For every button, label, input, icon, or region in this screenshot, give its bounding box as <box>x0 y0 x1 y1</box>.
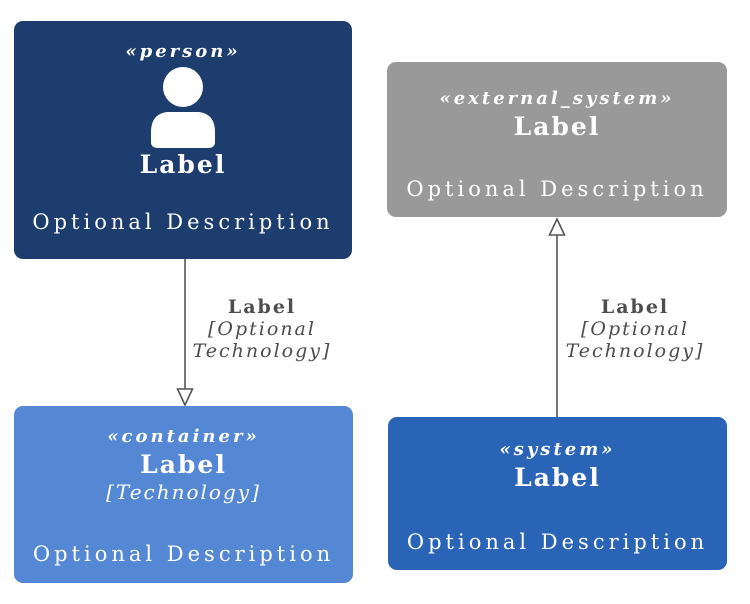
stereotype-label: «container» <box>107 426 260 447</box>
edge-label-technology-line2: Technology] <box>192 340 332 362</box>
stereotype-label: «external_system» <box>439 88 675 109</box>
node-description: Optional Description <box>32 542 335 566</box>
node-title: Label <box>513 112 601 141</box>
node-description: Optional Description <box>32 210 334 234</box>
node-title: Label <box>514 463 601 492</box>
edge-label-technology-line1: [Optional <box>581 318 689 340</box>
edge-label-technology-line1: [Optional <box>208 318 316 340</box>
edge-label-title: Label <box>227 296 297 318</box>
edge-label-title: Label <box>600 296 670 318</box>
person-icon <box>151 66 215 148</box>
node-title: Label <box>139 150 227 179</box>
node-system: «system» Label Optional Description <box>388 417 727 570</box>
arrowhead-up-icon <box>548 217 566 236</box>
arrowhead-down-icon <box>176 388 194 407</box>
node-description: Optional Description <box>406 177 708 201</box>
edge-label-person-to-container: Label [Optional Technology] <box>187 296 337 362</box>
technology-label: [Technology] <box>106 480 261 504</box>
edge-label-technology-line2: Technology] <box>565 340 705 362</box>
stereotype-label: «person» <box>125 41 241 62</box>
node-title: Label <box>140 450 227 479</box>
node-person: «person» Label Optional Description <box>14 21 352 259</box>
node-external-system: «external_system» Label Optional Descrip… <box>387 62 727 217</box>
node-description: Optional Description <box>406 530 709 554</box>
stereotype-label: «system» <box>499 439 616 460</box>
edge-label-system-to-external: Label [Optional Technology] <box>560 296 710 362</box>
node-container: «container» Label [Technology] Optional … <box>14 406 353 583</box>
